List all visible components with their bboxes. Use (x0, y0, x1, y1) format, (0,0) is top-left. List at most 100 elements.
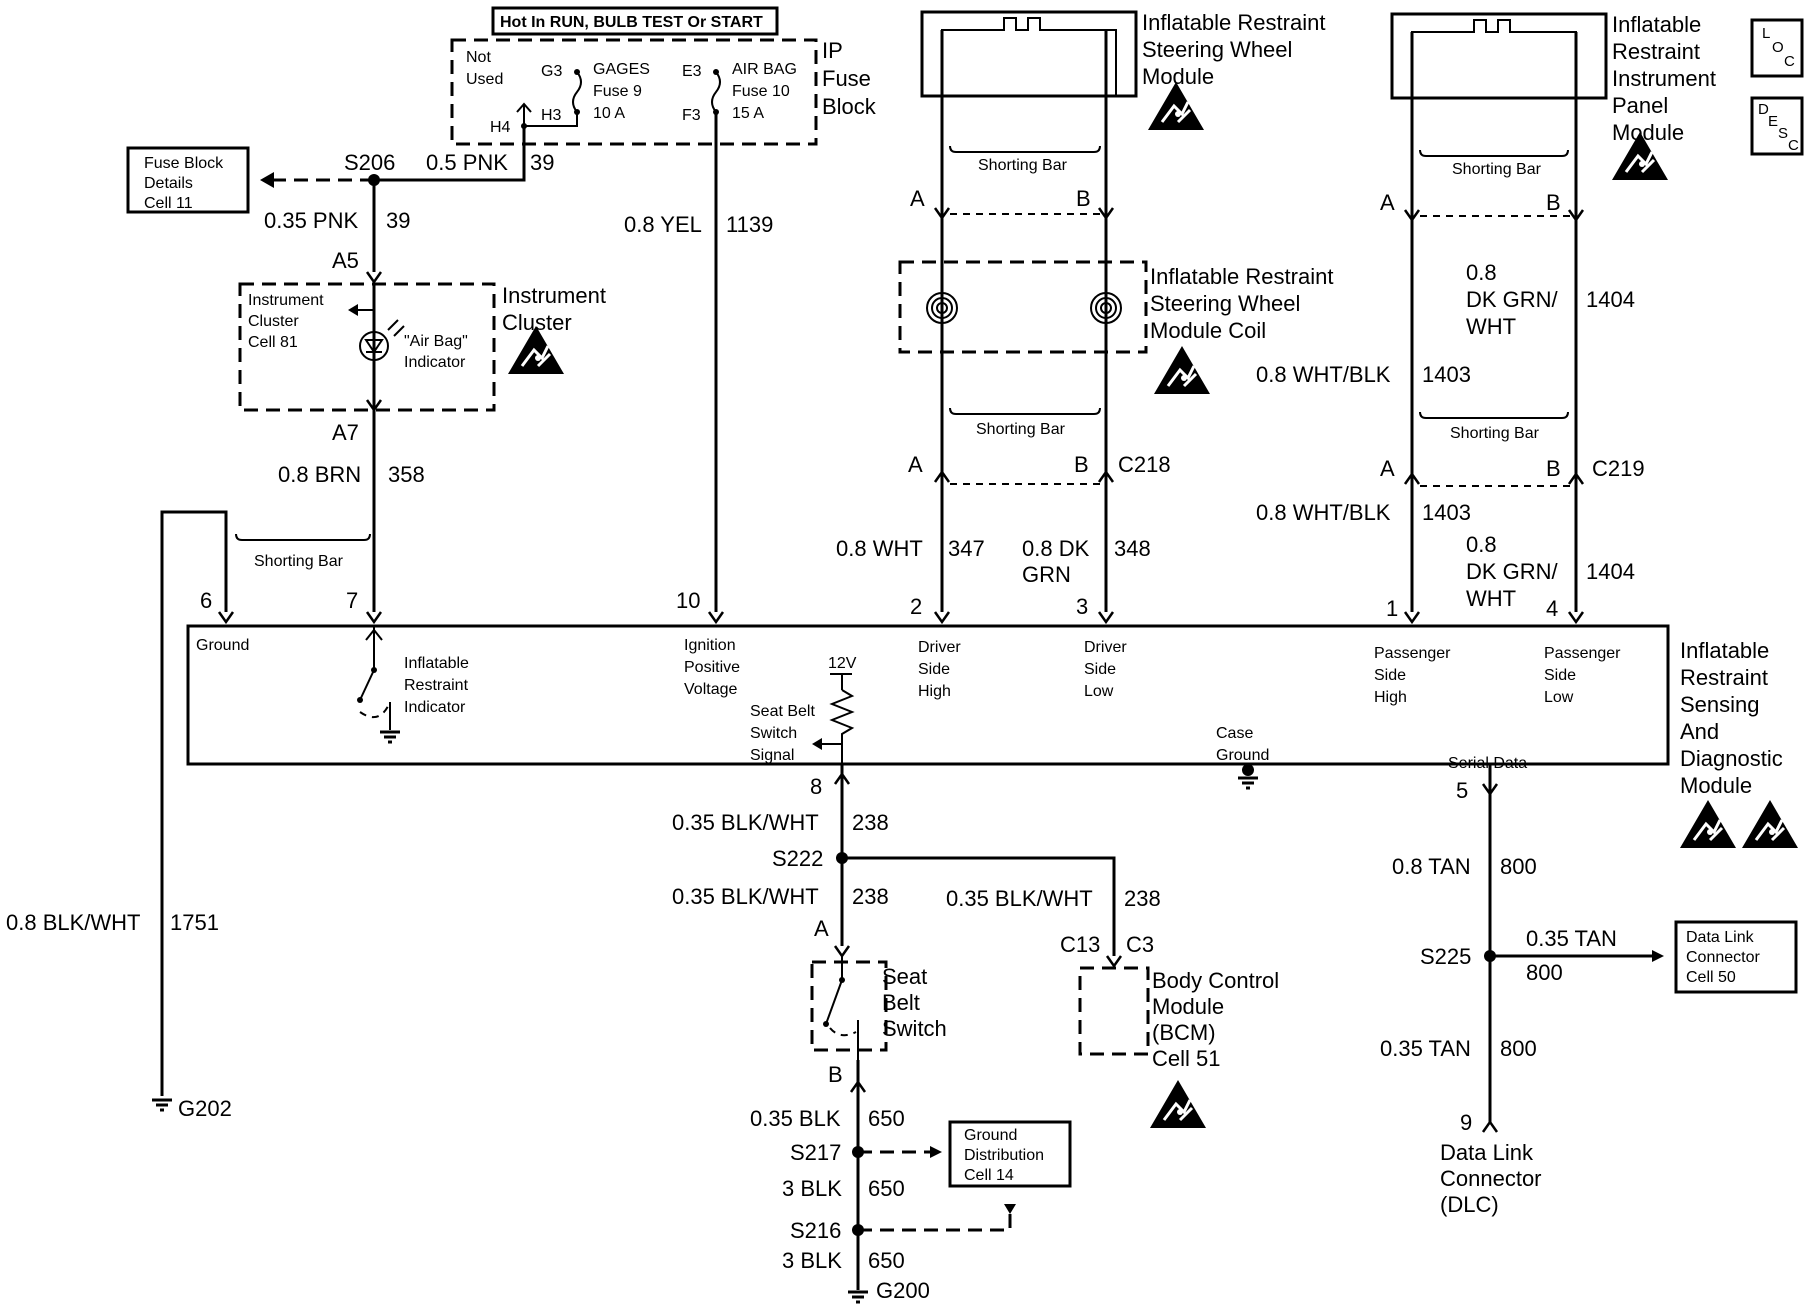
driver-high-label-3: High (918, 683, 951, 700)
wire-1139-circuit: 1139 (726, 212, 773, 237)
ground-g202-icon (150, 1098, 174, 1112)
seat-belt-switch: Seat Belt Switch B (810, 956, 947, 1290)
wire-800-a-circuit: 800 (1500, 854, 1537, 879)
steering-module-outline (920, 10, 1138, 98)
passenger-high-label-3: High (1374, 689, 1407, 706)
passenger-high-label-2: Side (1374, 667, 1406, 684)
wire-348-size-2: GRN (1022, 562, 1071, 587)
sdm-ground-label: Ground (196, 637, 249, 654)
shorting-bar-6-7 (235, 533, 371, 541)
gages-fuse-label: GAGES (593, 61, 650, 78)
instrument-cluster-title: Instrument (502, 283, 606, 308)
hot-in-run-label: Hot In RUN, BULB TEST Or START (500, 14, 763, 31)
gages-fuse-rating: 10 A (593, 105, 625, 122)
case-ground-label-2: Ground (1216, 747, 1269, 764)
ip-shorting-bar-1: Shorting Bar (1452, 161, 1542, 178)
wire-238-a-size: 0.35 BLK/WHT (672, 810, 819, 835)
wire-39-size: 0.35 PNK (264, 208, 358, 233)
sdm-title-5: Diagnostic (1680, 746, 1783, 771)
loc-desc-boxes[interactable]: L O C D E S C (1750, 18, 1804, 156)
fuse-block-details-ref[interactable]: Fuse Block Details Cell 11 (126, 146, 250, 214)
loc-letter-l: L (1762, 25, 1770, 42)
esd-warning-icon (1146, 80, 1206, 132)
ground-g200: G200 (876, 1278, 930, 1303)
bcm-pin-c3: C3 (1126, 932, 1154, 957)
driver-low-label: Driver (1084, 639, 1127, 656)
wire-650-b-size: 3 BLK (782, 1176, 842, 1201)
seatbelt-pin-b: B (828, 1062, 843, 1087)
desc-letter-e: E (1768, 113, 1778, 130)
desc-letter-d: D (1758, 101, 1769, 118)
ignition-label: Ignition (684, 637, 736, 654)
instrument-cluster: Instrument Cluster Cell 81 "Air Bag" Ind… (238, 282, 606, 612)
cluster-details-1: Instrument (248, 292, 324, 309)
steering-module-title-3: Module (1142, 64, 1214, 89)
steering-coil-outline (898, 260, 1148, 354)
seatbelt-pin-a: A (814, 916, 829, 941)
gages-fuse-number: Fuse 9 (593, 83, 642, 100)
sdm-title-4: And (1680, 719, 1719, 744)
fuse-block-details-cell: Cell 11 (144, 195, 193, 212)
connector-c218: C218 (1118, 452, 1171, 477)
seatbelt-signal-label-2: Switch (750, 725, 797, 742)
wire-39-top-size: 0.5 PNK (426, 150, 508, 175)
pin-h4: H4 (490, 119, 511, 136)
dlc-title: Data Link (1440, 1140, 1534, 1165)
airbag-fuse-rating: 15 A (732, 105, 764, 122)
wire-1404-top-size: 0.8 (1466, 260, 1497, 285)
bcm-outline (1078, 966, 1150, 1056)
driver-high-label-2: Side (918, 661, 950, 678)
wire-650-c-circuit: 650 (868, 1248, 905, 1273)
hot-in-run-box (491, 6, 779, 36)
wire-238-c-circuit: 238 (1124, 886, 1161, 911)
steering-shorting-bar-1: Shorting Bar (978, 157, 1068, 174)
pin-h3: H3 (541, 107, 562, 124)
dlc-title-3: (DLC) (1440, 1192, 1499, 1217)
sdm-pin-3: 3 (1076, 594, 1088, 619)
seat-belt-switch-title: Seat (882, 964, 927, 989)
steering-pin-b: B (1076, 186, 1091, 211)
wire-1403-bot-circuit: 1403 (1422, 500, 1471, 525)
sdm-pin-6: 6 (200, 588, 212, 613)
esd-warning-icon (1148, 1078, 1208, 1130)
wire-39-circuit: 39 (386, 208, 410, 233)
wire-650-b-circuit: 650 (868, 1176, 905, 1201)
ground-distribution-ref[interactable]: Ground Distribution Cell 14 (948, 1120, 1072, 1188)
dlc-title-2: Connector (1440, 1166, 1542, 1191)
wire-1403-top-size: 0.8 WHT/BLK (1256, 362, 1391, 387)
ground-dist-sub: Distribution (964, 1147, 1044, 1164)
wire-1404-bot-size-3: WHT (1466, 586, 1516, 611)
wire-1403-top-circuit: 1403 (1422, 362, 1471, 387)
dlc-pin-9: 9 (1460, 1110, 1472, 1135)
ip-pin-a: A (1380, 190, 1395, 215)
airbag-fuse-label: AIR BAG (732, 61, 797, 78)
wire-238-b-size: 0.35 BLK/WHT (672, 884, 819, 909)
data-link-connector-ref[interactable]: Data Link Connector Cell 50 (1674, 920, 1798, 994)
desc-box[interactable] (1750, 96, 1804, 156)
ip-module-outline (1390, 12, 1608, 100)
wire-800-a-size: 0.8 TAN (1392, 854, 1471, 879)
wire-358-circuit: 358 (388, 462, 425, 487)
passenger-high-label: Passenger (1374, 645, 1451, 662)
ip-fuse-block-title: IP (822, 38, 843, 63)
steering-module-title-2: Steering Wheel (1142, 37, 1292, 62)
dlc-ref-cell: Cell 50 (1686, 969, 1736, 986)
loc-letter-o: O (1772, 39, 1784, 56)
passenger-low-label-2: Side (1544, 667, 1576, 684)
ip-module-title: Inflatable (1612, 12, 1701, 37)
fuse-9-icon (572, 71, 582, 113)
ip-pin-b: B (1546, 190, 1561, 215)
restraint-indicator-label: Inflatable (404, 655, 469, 672)
wire-348-size: 0.8 DK (1022, 536, 1090, 561)
sdm-pin-5: 5 (1456, 778, 1468, 803)
fuse-block-details-sub: Details (144, 175, 193, 192)
dlc-ref-sub: Connector (1686, 949, 1760, 966)
wire-238-a-circuit: 238 (852, 810, 889, 835)
wire-1404-top-size-3: WHT (1466, 314, 1516, 339)
coil-pin-a: A (908, 452, 923, 477)
wire-1404-bot-circuit: 1404 (1586, 559, 1635, 584)
circuit-650: 0.35 BLK 650 S217 3 BLK 650 S216 3 BLK 6… (750, 1106, 1016, 1304)
steering-shorting-bar-2: Shorting Bar (976, 421, 1066, 438)
loc-box[interactable] (1750, 18, 1804, 78)
